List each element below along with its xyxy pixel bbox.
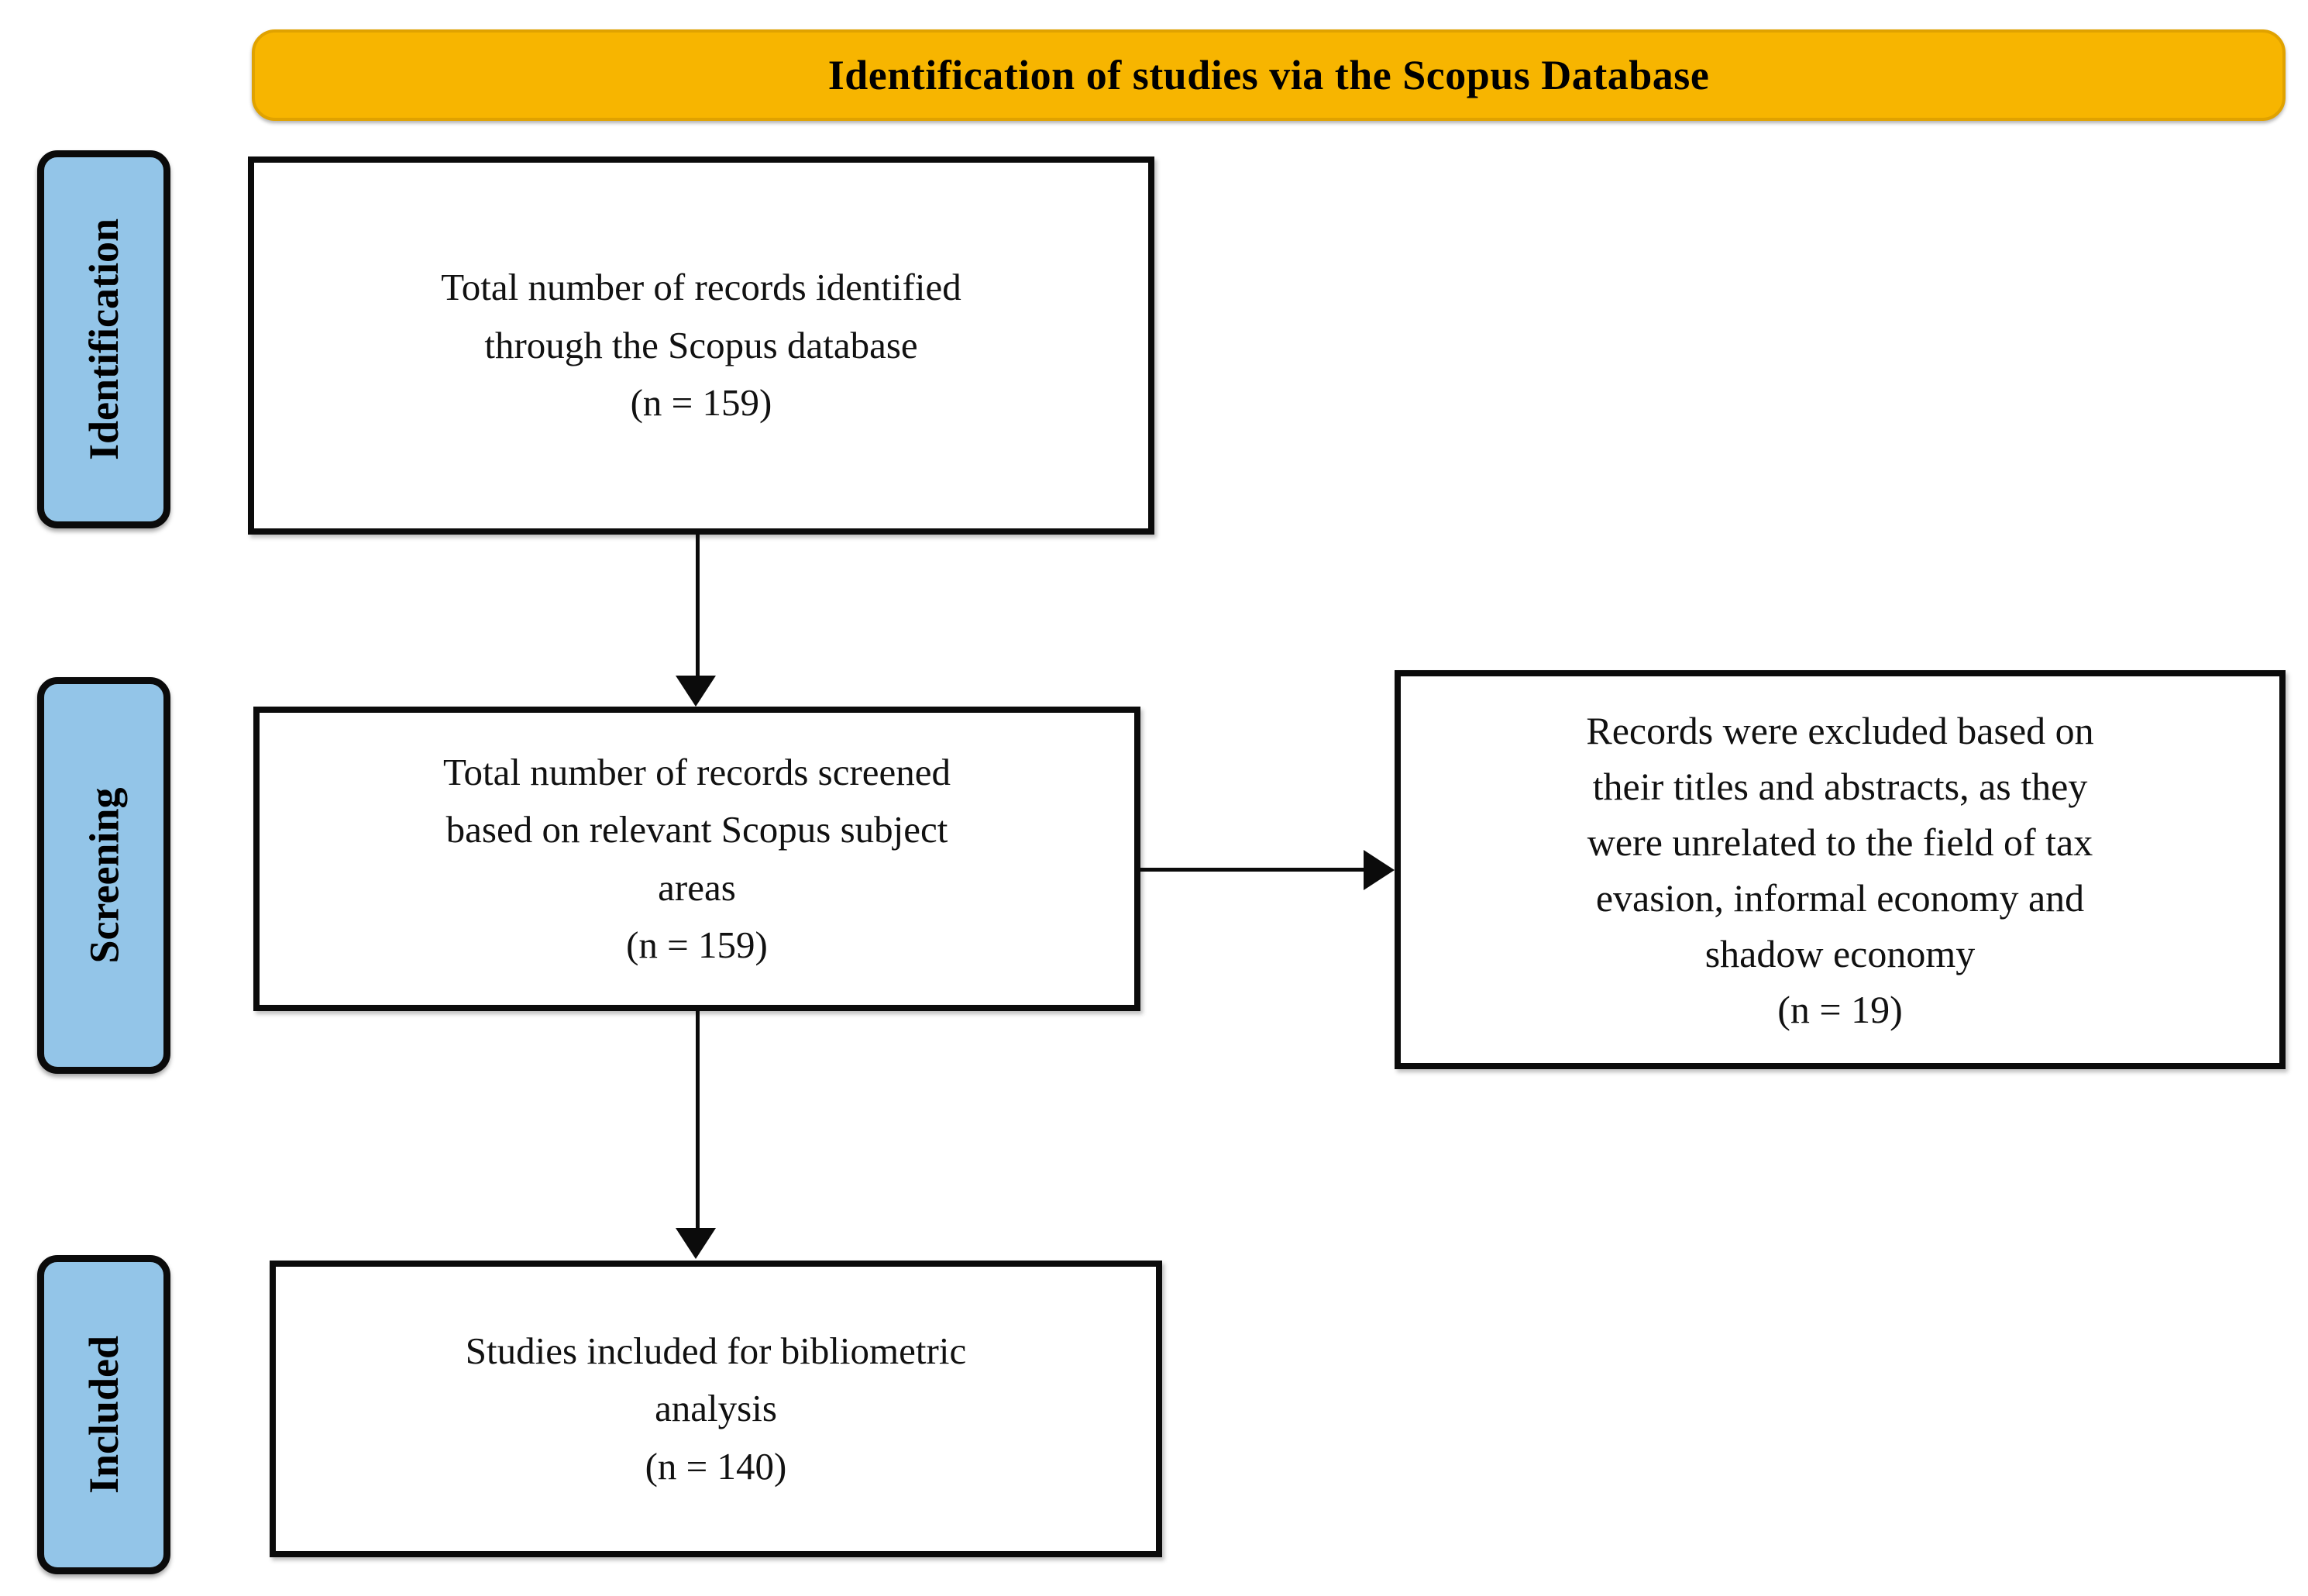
connector-screened-to-included-line [696,1011,700,1230]
box-records-screened: Total number of records screened based o… [253,707,1140,1011]
box-studies-included-line-1: Studies included for bibliometric [465,1329,967,1372]
stage-label-identification: Identification [81,218,128,461]
stage-pill-included: Included [37,1255,170,1574]
stage-pill-screening: Screening [37,677,170,1074]
box-records-identified: Total number of records identified throu… [248,157,1154,535]
box-records-excluded-count: (n = 19) [1777,987,1903,1031]
connector-identified-to-screened-arrow-icon [676,676,716,707]
box-records-identified-count: (n = 159) [630,381,772,425]
box-records-identified-line-1: Total number of records identified [441,266,961,309]
diagram-title-banner: Identification of studies via the Scopus… [252,29,2286,121]
box-records-excluded-line-3: were unrelated to the field of tax [1587,820,2093,864]
connector-screened-to-excluded-line [1140,868,1365,872]
box-records-screened-count: (n = 159) [626,923,768,966]
box-records-excluded-line-4: evasion, informal economy and [1595,875,2085,920]
box-records-excluded-line-2: their titles and abstracts, as they [1592,764,2088,808]
box-records-excluded-line-1: Records were excluded based on [1586,708,2094,752]
box-records-excluded: Records were excluded based on their tit… [1395,670,2286,1069]
box-studies-included: Studies included for bibliometric analys… [270,1261,1162,1557]
connector-identified-to-screened-line [696,535,700,682]
box-studies-included-line-2: analysis [655,1387,777,1430]
diagram-title-text: Identification of studies via the Scopus… [827,52,1710,98]
box-records-excluded-line-5: shadow economy [1704,931,1976,975]
stage-pill-identification: Identification [37,150,170,528]
stage-label-included: Included [81,1335,127,1495]
connector-screened-to-excluded-arrow-icon [1364,850,1395,890]
box-studies-included-count: (n = 140) [645,1444,787,1488]
box-records-identified-line-2: through the Scopus database [484,323,918,366]
box-records-screened-line-2: based on relevant Scopus subject [445,808,948,851]
stage-label-screening: Screening [81,787,127,964]
connector-screened-to-included-arrow-icon [676,1228,716,1259]
box-records-screened-line-3: areas [658,865,736,909]
box-records-screened-line-1: Total number of records screened [442,750,951,793]
